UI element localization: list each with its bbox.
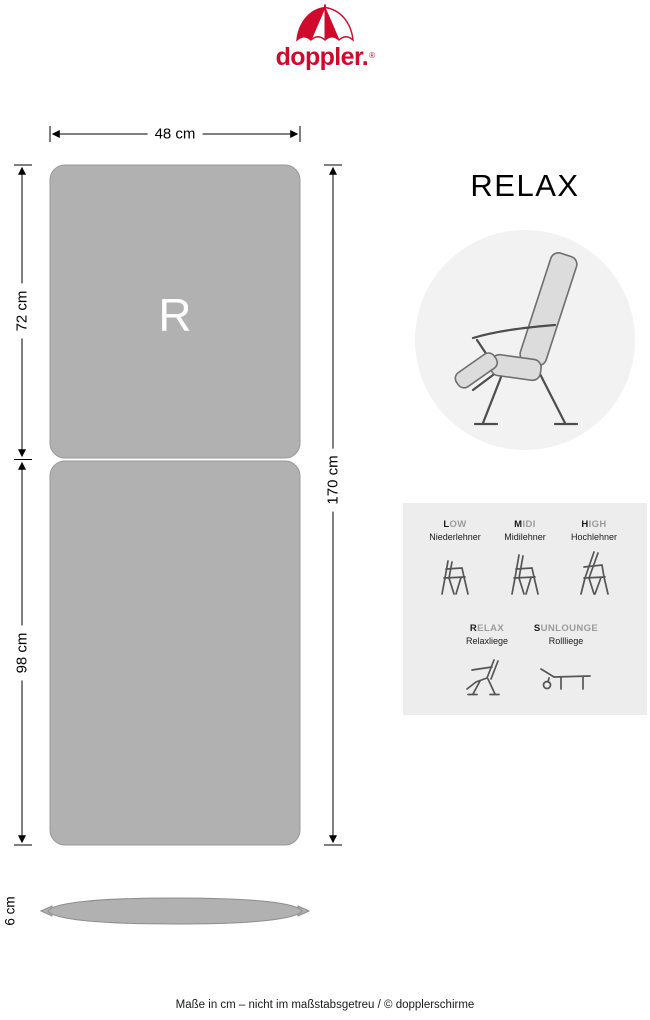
chair-type-midi-code: MIDI — [483, 519, 567, 530]
chair-type-midi-name: Midilehner — [504, 532, 546, 543]
dim-width-label: 48 cm — [147, 124, 203, 144]
relax-code-rest: ELAX — [477, 623, 505, 634]
low-chair-icon — [441, 560, 469, 596]
cushion-type-letter: R — [158, 289, 192, 341]
chair-type-midi: MIDI Midilehner — [483, 519, 567, 602]
low-code-first: L — [443, 519, 450, 530]
sunlounge-icon — [540, 668, 591, 691]
high-chair-icon — [580, 551, 609, 596]
chair-type-low: LOW Niederlehner — [413, 519, 497, 602]
chair-type-sunlounge-name: Rollliege — [548, 636, 584, 647]
midi-code-rest: IDI — [522, 519, 536, 530]
chair-type-high: HIGH Hochlehner — [552, 519, 636, 602]
relax-chair-illustration-circle — [415, 230, 635, 450]
chair-types-panel: LOW Niederlehner MIDI Midilehner HIGH Ho… — [403, 503, 647, 715]
sunlounge-code-rest: UNLOUNGE — [540, 623, 599, 634]
relax-chair-type-icon — [466, 659, 500, 696]
midi-code-first: M — [514, 519, 523, 530]
chair-type-sunlounge-code: SUNLOUNGE — [524, 623, 608, 634]
brand-logo: doppler.® — [0, 4, 650, 70]
chair-type-high-code: HIGH — [552, 519, 636, 530]
cushion-lower-section — [49, 460, 301, 846]
product-title: RELAX — [470, 168, 580, 203]
dim-thickness-label: 6 cm — [1, 891, 19, 931]
brand-wordmark: doppler.® — [0, 45, 650, 70]
cushion-top-view — [49, 164, 301, 846]
chair-type-low-name: Niederlehner — [429, 532, 481, 543]
chair-type-high-name: Hochlehner — [570, 532, 618, 543]
registered-mark: ® — [369, 51, 375, 60]
dim-lower-height-label: 98 cm — [12, 625, 32, 681]
chair-footrest-cushion — [454, 352, 499, 389]
cushion-side-view — [39, 897, 311, 925]
brand-wordmark-text: doppler. — [275, 43, 369, 71]
chair-type-relax-code: RELAX — [445, 623, 529, 634]
high-code-first: H — [581, 519, 589, 530]
cushion-upper-section — [49, 164, 301, 459]
chair-type-sunlounge: SUNLOUNGE Rollliege — [524, 623, 608, 700]
dim-upper-height-label: 72 cm — [12, 283, 32, 339]
sunlounge-code-first: S — [533, 623, 541, 634]
dim-total-height-label: 170 cm — [323, 448, 343, 512]
side-view-body — [47, 897, 303, 925]
footer-note: Maße in cm – nicht im maßstabsgetreu / ©… — [175, 999, 475, 1011]
relax-code-first: R — [469, 623, 478, 634]
low-code-rest: OW — [449, 519, 467, 530]
high-code-rest: IGH — [588, 519, 607, 530]
chair-type-relax-name: Relaxliege — [465, 636, 509, 647]
umbrella-icon — [296, 4, 354, 42]
relax-chair-illustration — [454, 252, 579, 426]
chair-type-low-code: LOW — [413, 519, 497, 530]
chair-type-relax: RELAX Relaxliege — [445, 623, 529, 702]
midi-chair-icon — [511, 554, 539, 596]
